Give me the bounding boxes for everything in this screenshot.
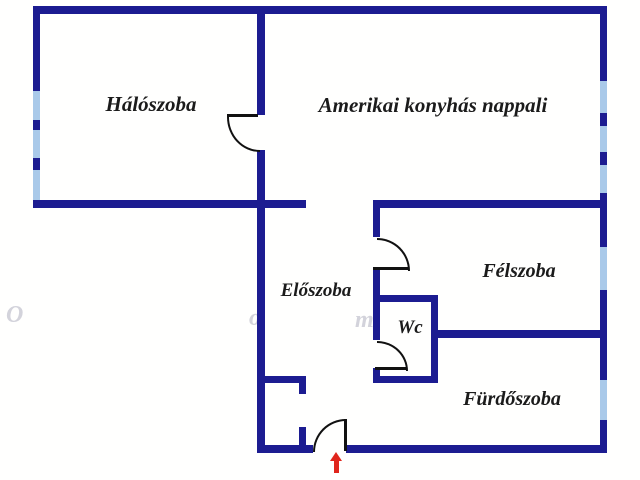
outer-wall-right-1 — [600, 6, 607, 81]
wall-hall-halfroom-b — [373, 268, 380, 340]
outer-wall-right-4 — [600, 420, 607, 453]
window-livingroom-mullion — [600, 113, 607, 126]
door-swing-halfroom — [377, 238, 410, 271]
outer-wall-bottom-left — [257, 445, 313, 453]
wall-bedroom-bottom — [33, 200, 306, 208]
entrance-arrow-icon — [330, 452, 342, 461]
wall-central-lower — [257, 150, 265, 453]
entrance-arrow-stem — [334, 461, 339, 473]
watermark-fragment: m — [355, 307, 374, 333]
door-leaf-bedroom — [227, 114, 258, 117]
room-label-hallway: Előszoba — [280, 280, 352, 301]
wall-wc-bottom — [373, 376, 438, 383]
wall-hall-niche — [257, 376, 306, 383]
wall-wc-right — [431, 295, 438, 383]
watermark-fragment: O — [6, 302, 24, 328]
wall-halfroom-top — [373, 200, 607, 208]
room-label-halfroom: Félszoba — [482, 260, 556, 282]
wall-wc-top — [373, 295, 438, 302]
outer-wall-left-upper — [33, 6, 40, 91]
room-label-livingroom: Amerikai konyhás nappali — [318, 93, 548, 117]
room-label-wc: Wc — [397, 317, 423, 338]
window-livingroom-mullion — [600, 152, 607, 165]
door-swing-entrance — [313, 419, 346, 452]
window-livingroom — [600, 81, 607, 193]
door-swing-wc — [377, 341, 408, 371]
window-bedroom-mullion — [33, 158, 40, 170]
wall-niche-stub-lower — [299, 427, 306, 453]
door-swing-bedroom — [227, 117, 260, 152]
window-halfroom — [600, 247, 607, 290]
wall-hall-halfroom-a — [373, 200, 380, 237]
outer-wall-bottom-right — [346, 445, 607, 453]
room-label-bedroom: Hálószoba — [105, 92, 197, 116]
wall-hall-halfroom-c — [373, 368, 380, 383]
wall-halfroom-bathroom-divider — [431, 330, 607, 338]
window-bedroom-mullion — [33, 120, 40, 130]
window-bedroom — [33, 91, 40, 200]
outer-wall-right-2 — [600, 193, 607, 247]
outer-wall-top — [33, 6, 607, 14]
wall-central-upper — [257, 6, 265, 115]
window-bathroom — [600, 380, 607, 420]
room-label-bathroom: Fürdőszoba — [463, 388, 561, 410]
wall-niche-stub-upper — [299, 376, 306, 394]
